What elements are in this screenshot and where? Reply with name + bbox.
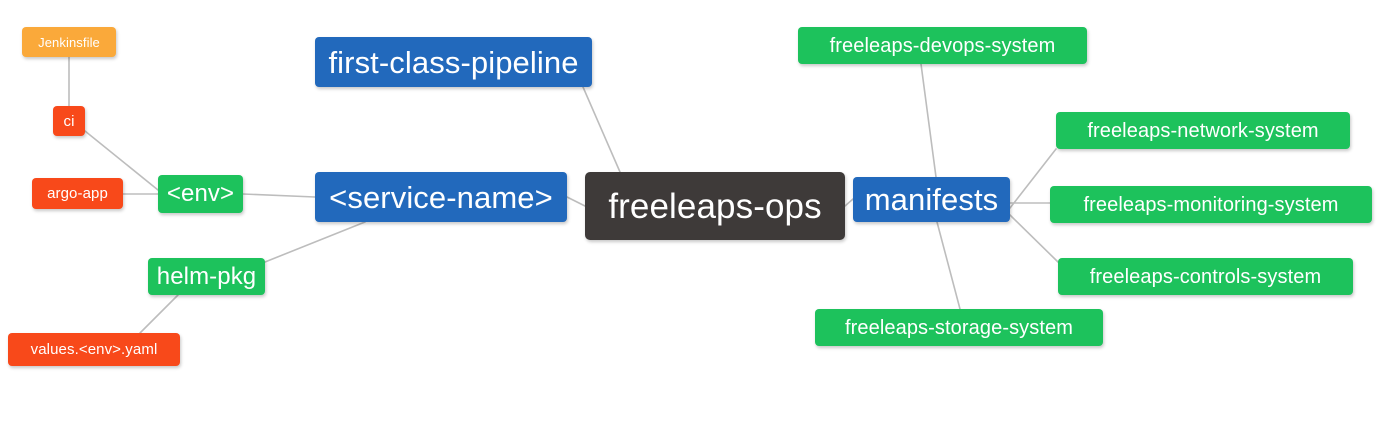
node-freeleaps-monitoring-system[interactable]: freeleaps-monitoring-system bbox=[1050, 186, 1372, 223]
node-label: Jenkinsfile bbox=[38, 34, 100, 50]
node-first-class-pipeline[interactable]: first-class-pipeline bbox=[315, 37, 592, 87]
node-ci[interactable]: ci bbox=[53, 106, 85, 136]
edge-helm-pkg-to-values-env-yaml bbox=[139, 294, 179, 334]
node-freeleaps-devops-system[interactable]: freeleaps-devops-system bbox=[798, 27, 1087, 64]
node-label: freeleaps-ops bbox=[608, 186, 822, 226]
edge-manifests-to-freeleaps-storage-system bbox=[936, 221, 961, 310]
edge-freeleaps-ops-to-service-name bbox=[566, 196, 586, 207]
node-label: freeleaps-devops-system bbox=[829, 34, 1056, 57]
node-label: freeleaps-network-system bbox=[1087, 119, 1319, 142]
node-label: ci bbox=[63, 112, 75, 130]
node-env[interactable]: <env> bbox=[158, 175, 243, 213]
node-label: <service-name> bbox=[329, 179, 553, 215]
edge-freeleaps-ops-to-first-class-pipeline bbox=[582, 86, 621, 173]
node-freeleaps-network-system[interactable]: freeleaps-network-system bbox=[1056, 112, 1350, 149]
edge-service-name-to-helm-pkg bbox=[264, 221, 366, 263]
edge-manifests-to-freeleaps-devops-system bbox=[920, 63, 937, 178]
node-label: freeleaps-storage-system bbox=[844, 316, 1074, 339]
node-freeleaps-controls-system[interactable]: freeleaps-controls-system bbox=[1058, 258, 1353, 295]
node-values-env-yaml[interactable]: values.<env>.yaml bbox=[8, 333, 180, 366]
node-label: argo-app bbox=[47, 185, 108, 202]
node-freeleaps-storage-system[interactable]: freeleaps-storage-system bbox=[815, 309, 1103, 346]
node-service-name[interactable]: <service-name> bbox=[315, 172, 567, 222]
node-label: helm-pkg bbox=[156, 262, 257, 290]
node-argo-app[interactable]: argo-app bbox=[32, 178, 123, 209]
node-label: <env> bbox=[166, 180, 235, 207]
node-label: manifests bbox=[864, 182, 999, 217]
node-helm-pkg[interactable]: helm-pkg bbox=[148, 258, 265, 295]
node-label: values.<env>.yaml bbox=[30, 341, 158, 358]
node-manifests[interactable]: manifests bbox=[853, 177, 1010, 222]
node-jenkinsfile[interactable]: Jenkinsfile bbox=[22, 27, 116, 57]
edge-freeleaps-ops-to-manifests bbox=[844, 198, 854, 207]
node-label: first-class-pipeline bbox=[328, 44, 579, 80]
node-label: freeleaps-controls-system bbox=[1089, 265, 1322, 288]
edge-service-name-to-env bbox=[242, 193, 316, 198]
node-label: freeleaps-monitoring-system bbox=[1083, 193, 1339, 216]
node-freeleaps-ops[interactable]: freeleaps-ops bbox=[585, 172, 845, 240]
